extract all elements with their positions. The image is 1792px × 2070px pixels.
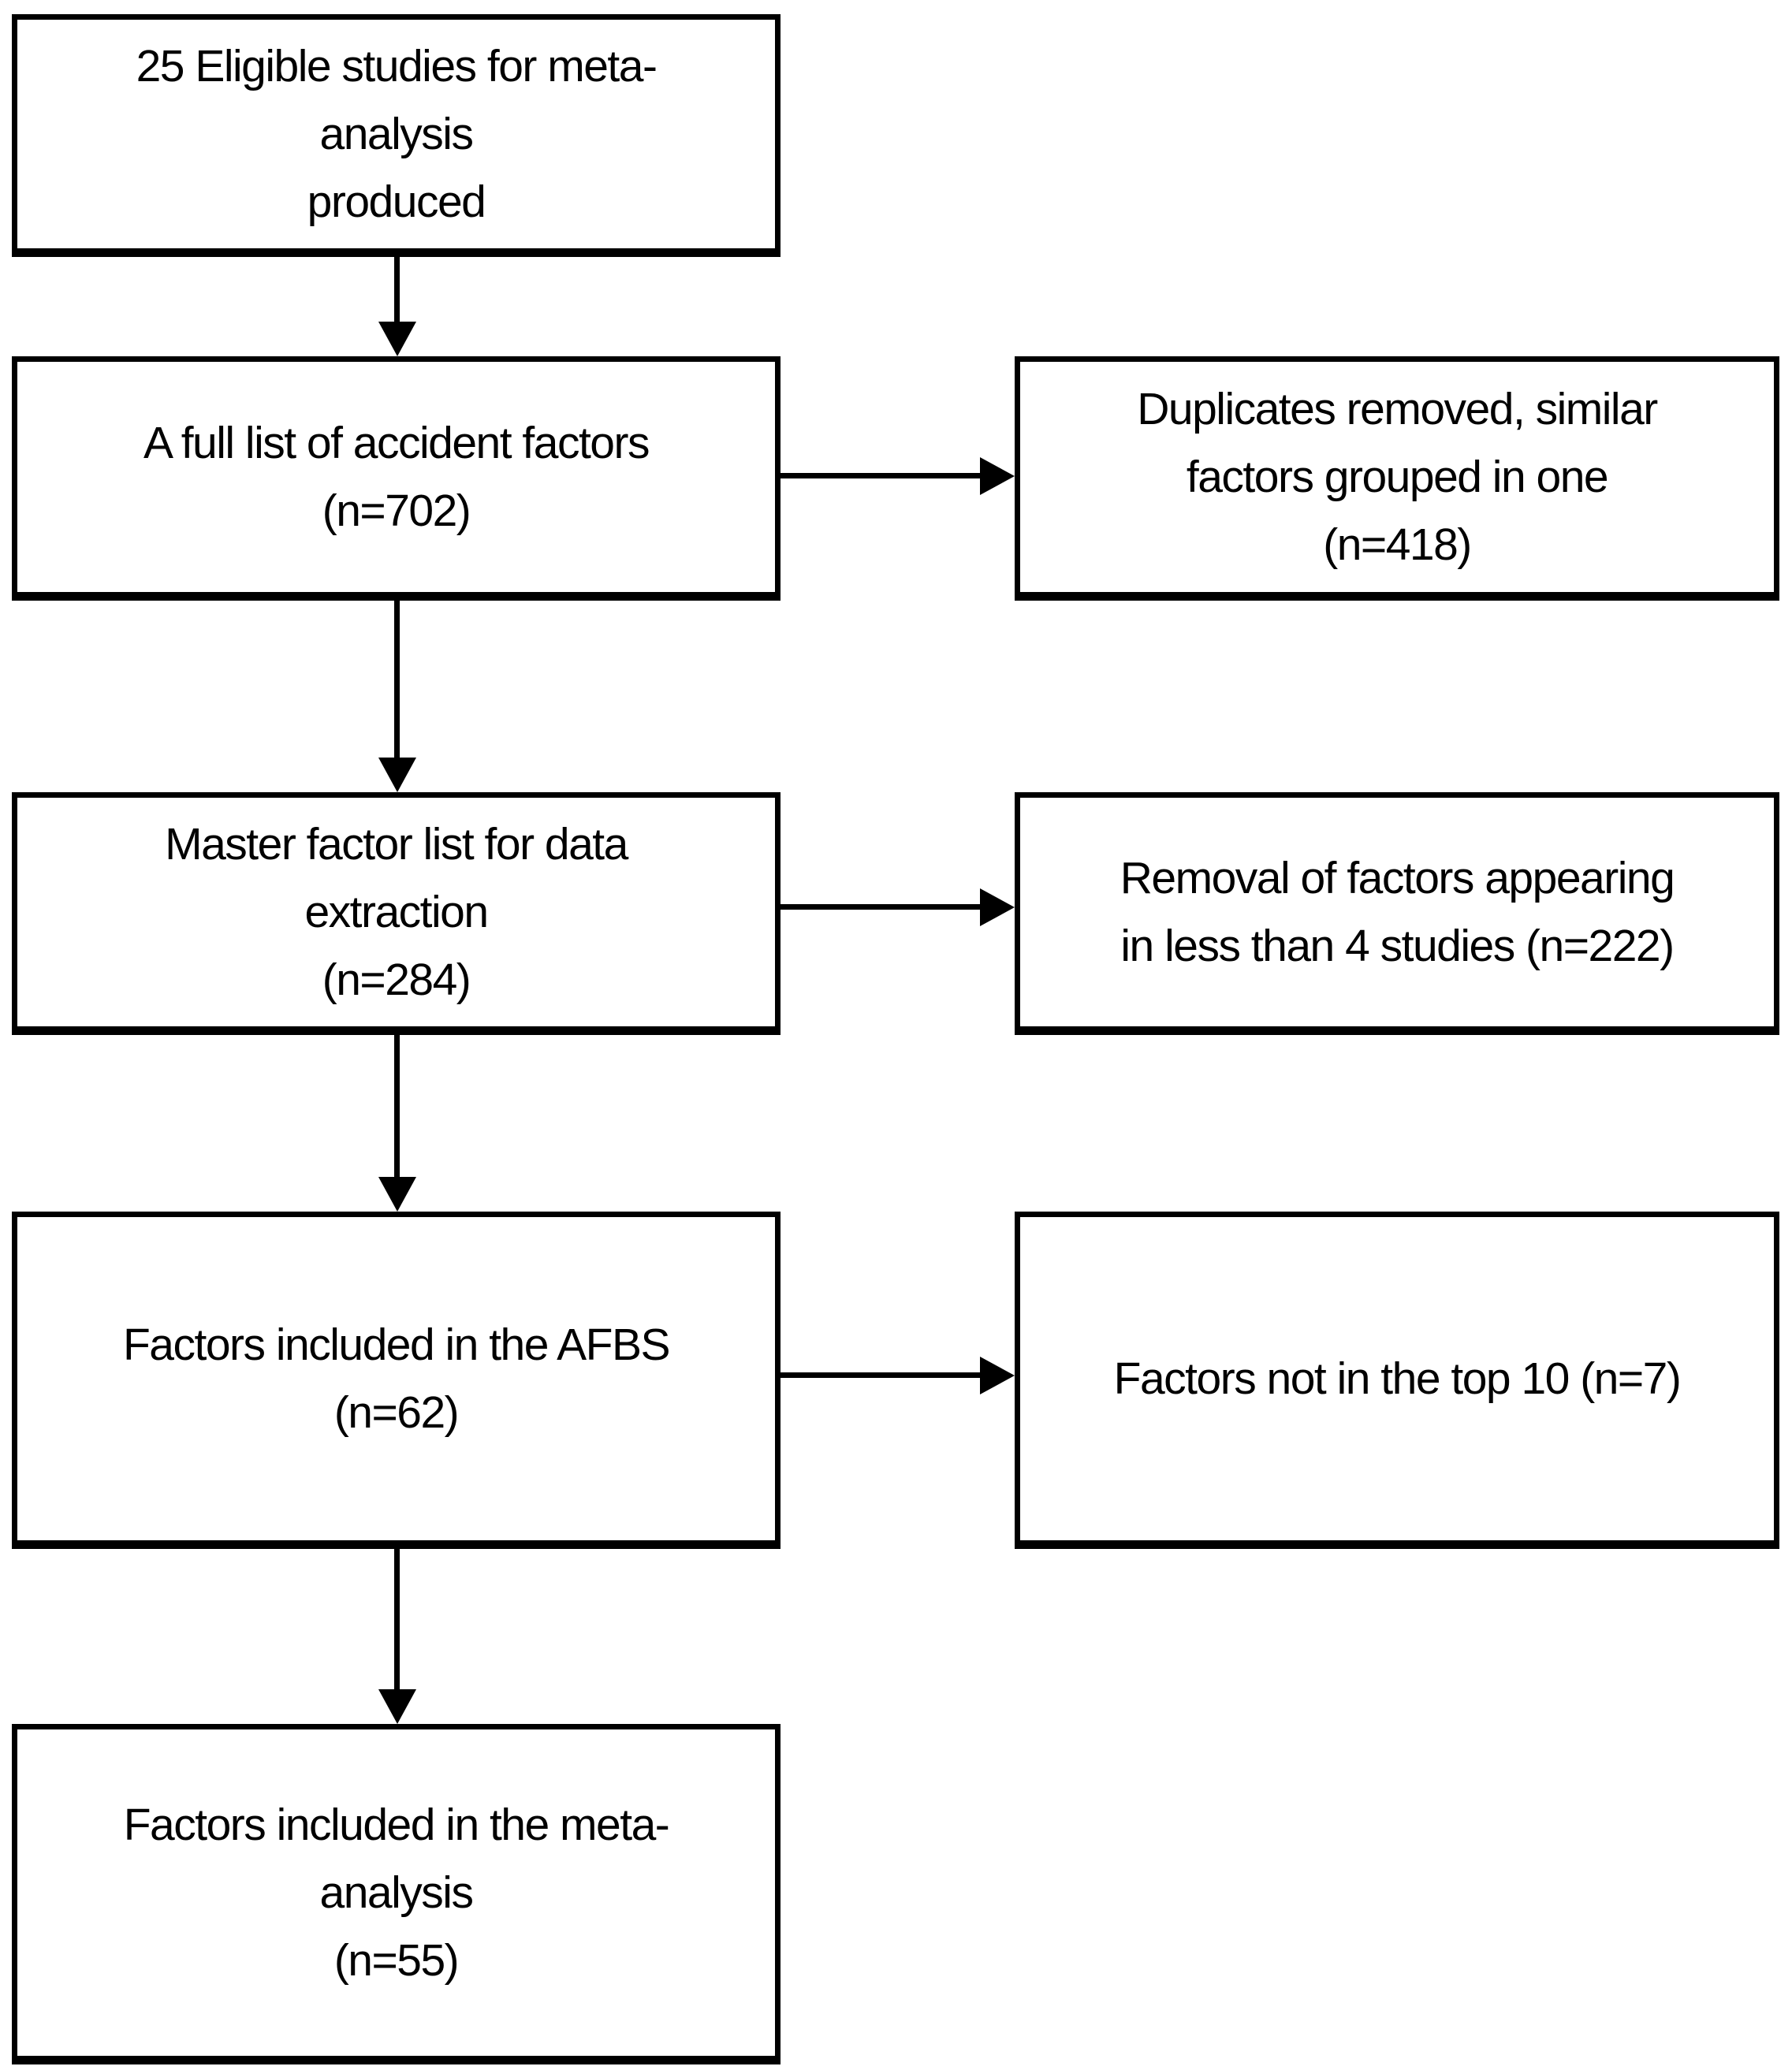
flow-box-line: in less than 4 studies (n=222) xyxy=(1120,921,1675,971)
flow-box-meta-analysis: Factors included in the meta- analysis (… xyxy=(12,1724,781,2064)
right-arrow-head-icon xyxy=(980,1357,1015,1394)
flow-box-line: (n=702) xyxy=(322,486,471,536)
flow-box-line: (n=418) xyxy=(1323,519,1472,570)
flow-box-line: Factors included in the AFBS xyxy=(122,1320,671,1370)
flow-box-line: analysis xyxy=(319,1867,474,1918)
flow-box-line: Duplicates removed, similar xyxy=(1137,384,1658,434)
flow-box-line: Factors not in the top 10 (n=7) xyxy=(1113,1353,1682,1404)
flow-box-removal-of-factors: Removal of factors appearing in less tha… xyxy=(1015,792,1779,1035)
right-arrow-shaft xyxy=(778,1372,983,1378)
flow-box-line: analysis xyxy=(319,109,474,159)
down-arrow-shaft xyxy=(394,1549,400,1692)
flow-box-full-list: A full list of accident factors (n=702) xyxy=(12,356,781,601)
right-arrow-head-icon xyxy=(980,888,1015,926)
flow-box-line: factors grouped in one xyxy=(1186,452,1609,502)
down-arrow-shaft xyxy=(394,256,400,326)
down-arrow-head-icon xyxy=(378,758,416,792)
down-arrow-head-icon xyxy=(378,1177,416,1212)
down-arrow-shaft xyxy=(394,601,400,761)
flow-box-line: Removal of factors appearing xyxy=(1120,853,1675,903)
flow-box-line: (n=284) xyxy=(322,955,471,1005)
flow-box-line: (n=62) xyxy=(333,1387,460,1438)
flow-box-line: 25 Eligible studies for meta- xyxy=(136,41,658,91)
flow-box-afbs: Factors included in the AFBS (n=62) xyxy=(12,1212,781,1549)
flow-box-line: Factors included in the meta- xyxy=(123,1800,670,1850)
down-arrow-head-icon xyxy=(378,1689,416,1724)
flow-box-line: extraction xyxy=(304,887,489,937)
flow-box-line: A full list of accident factors xyxy=(143,418,650,468)
flow-box-master-list: Master factor list for data extraction (… xyxy=(12,792,781,1035)
right-arrow-shaft xyxy=(778,473,983,478)
flow-box-line: (n=55) xyxy=(333,1935,460,1986)
flow-box-duplicates-removed: Duplicates removed, similar factors grou… xyxy=(1015,356,1779,601)
flow-box-line: produced xyxy=(307,177,486,227)
right-arrow-shaft xyxy=(778,904,983,910)
right-arrow-head-icon xyxy=(980,457,1015,495)
flow-box-eligible-studies: 25 Eligible studies for meta- analysis p… xyxy=(12,14,781,257)
flow-box-line: Master factor list for data xyxy=(165,819,628,869)
down-arrow-shaft xyxy=(394,1029,400,1180)
flow-box-not-in-top-10: Factors not in the top 10 (n=7) xyxy=(1015,1212,1779,1549)
down-arrow-head-icon xyxy=(378,322,416,356)
